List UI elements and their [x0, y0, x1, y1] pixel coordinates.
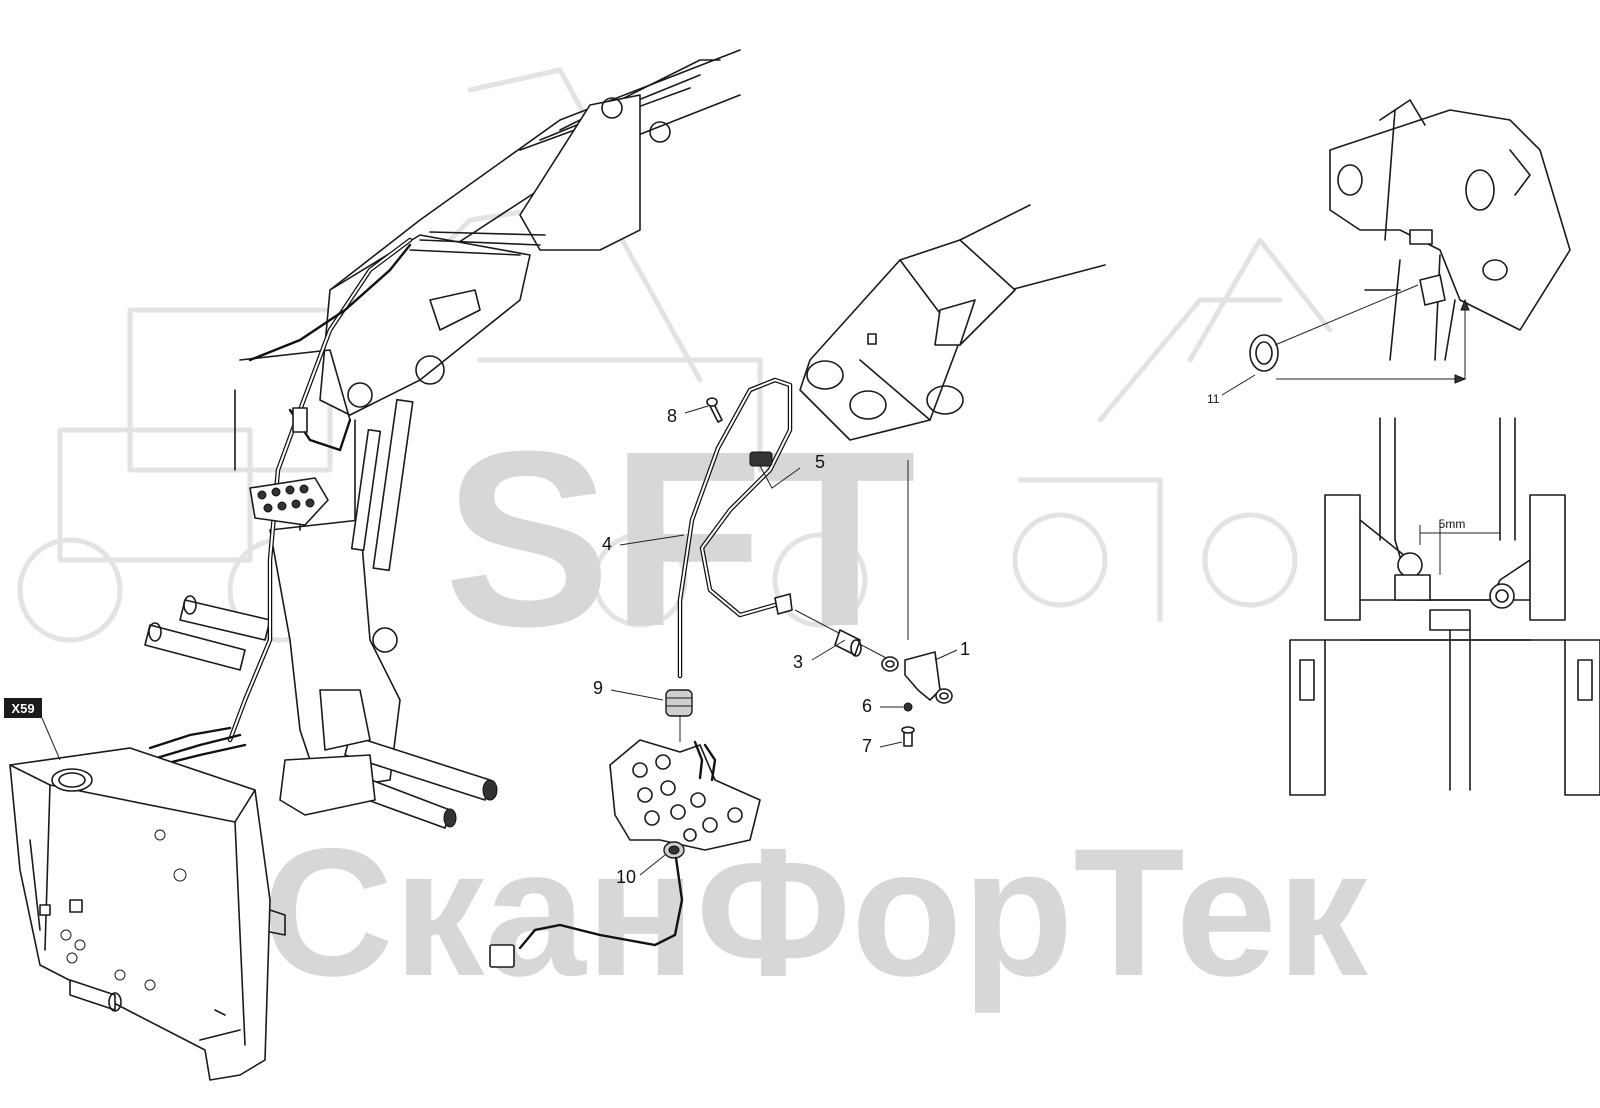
part-bolt: [901, 726, 915, 747]
tag-label: X59: [11, 701, 34, 716]
hose-clamp: [749, 451, 773, 467]
part-grommet-upper: [665, 689, 693, 717]
callout-8: 8: [667, 406, 677, 426]
plate-holes: [632, 754, 743, 842]
chassis-frame-drawing: [9, 747, 286, 1081]
cable-connector: [489, 944, 515, 968]
hose-assembly: [677, 377, 801, 679]
watermark-company-name: СканФорТек: [262, 810, 1369, 1014]
part-bracket: [881, 651, 953, 704]
callout-9: 9: [593, 678, 603, 698]
watermark-machine-art-right: [1012, 237, 1333, 623]
right-detail-lower: [1289, 417, 1600, 796]
part-ring: [1249, 284, 1470, 384]
tag-background: [4, 698, 42, 718]
callout-5: 5: [815, 452, 825, 472]
part-screw: [706, 397, 723, 423]
callout-10: 10: [616, 867, 636, 887]
part-grommet-lower: [663, 841, 685, 859]
callout-4: 4: [602, 534, 612, 554]
right-detail-upper: [1329, 99, 1571, 361]
part-washer: [903, 702, 913, 712]
callout-11: 11: [1207, 392, 1220, 406]
chassis-holes: [60, 829, 187, 991]
sensor-cable: [518, 856, 684, 950]
boom-detail-drawing: [799, 204, 1106, 441]
dimension-label: 5mm: [1439, 517, 1466, 531]
part-pin: [794, 609, 891, 661]
valve-block-fittings: [257, 484, 315, 513]
callout-3: 3: [793, 652, 803, 672]
callout-7: 7: [862, 736, 872, 756]
boom-assembly-drawing: [138, 49, 741, 829]
callout-6: 6: [862, 696, 872, 716]
valve-mounting-plate: [609, 716, 761, 851]
connector-tag-x59: X59: [4, 698, 61, 761]
callout-1: 1: [960, 639, 970, 659]
callout-labels: 1 3 4 5 6 7 8 9 10 11: [593, 374, 1256, 887]
